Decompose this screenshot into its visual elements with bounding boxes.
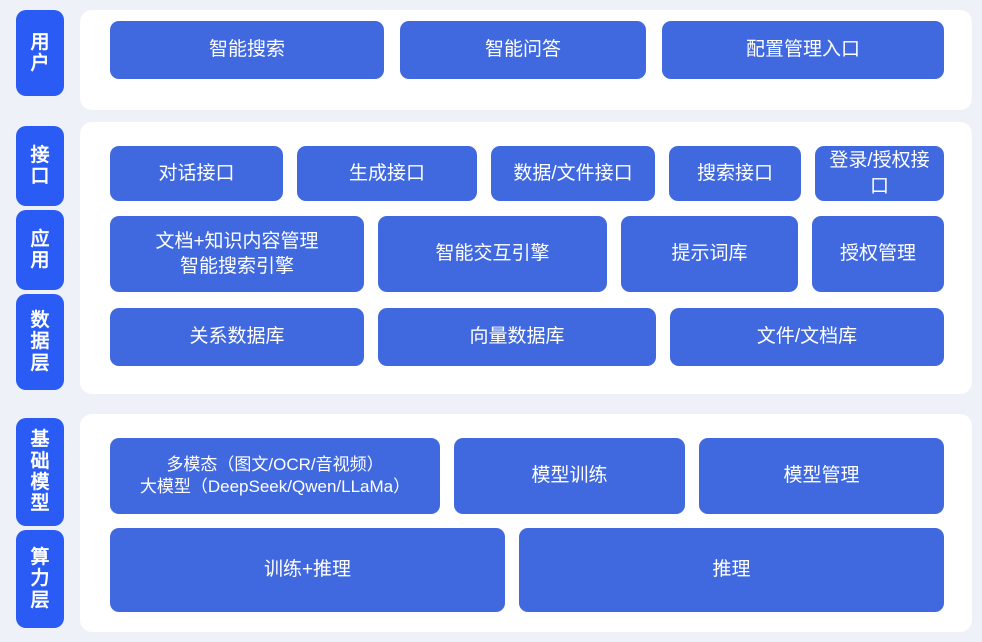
- tab-char: 基: [30, 429, 50, 451]
- tab-char: 层: [30, 589, 50, 611]
- section-user: 用 户 智能搜索 智能问答 配置管理入口: [0, 10, 982, 110]
- tab-char: 层: [30, 352, 50, 374]
- box-vector-database[interactable]: 向量数据库: [378, 308, 656, 366]
- tab-char: 础: [30, 450, 50, 472]
- row-compute: 训练+推理 推理: [110, 528, 944, 612]
- box-training-inference[interactable]: 训练+推理: [110, 528, 505, 612]
- section-infrastructure: 基 础 模 型 算 力 层 多模态（图文/OCR/音视频） 大模型（DeepSe…: [0, 414, 982, 632]
- box-file-document-store[interactable]: 文件/文档库: [670, 308, 944, 366]
- box-config-management-entry[interactable]: 配置管理入口: [662, 21, 944, 79]
- tab-char: 据: [30, 331, 50, 353]
- tab-char: 应: [30, 228, 50, 250]
- card-platform: 对话接口 生成接口 数据/文件接口 搜索接口 登录/授权接口 文档+知识内容管理…: [80, 122, 972, 394]
- row-interface: 对话接口 生成接口 数据/文件接口 搜索接口 登录/授权接口: [110, 146, 944, 201]
- tab-application[interactable]: 应 用: [16, 210, 64, 290]
- box-login-auth-api[interactable]: 登录/授权接口: [815, 146, 944, 201]
- box-model-training[interactable]: 模型训练: [454, 438, 685, 514]
- box-smart-search[interactable]: 智能搜索: [110, 21, 384, 79]
- card-infrastructure: 多模态（图文/OCR/音视频） 大模型（DeepSeek/Qwen/LLaMa）…: [80, 414, 972, 632]
- box-prompt-library[interactable]: 提示词库: [621, 216, 798, 292]
- section-platform: 接 口 应 用 数 据 层 对话接口 生成接口 数据/文件接口 搜索接口 登录/…: [0, 122, 982, 394]
- tab-char: 模: [30, 472, 50, 493]
- box-search-api[interactable]: 搜索接口: [669, 146, 801, 201]
- box-doc-knowledge-mgmt[interactable]: 文档+知识内容管理 智能搜索引擎: [110, 216, 364, 292]
- box-inference[interactable]: 推理: [519, 528, 944, 612]
- row-application: 文档+知识内容管理 智能搜索引擎 智能交互引擎 提示词库 授权管理: [110, 216, 944, 292]
- box-dialog-api[interactable]: 对话接口: [110, 146, 283, 201]
- box-smart-qa[interactable]: 智能问答: [400, 21, 646, 79]
- box-authorization-management[interactable]: 授权管理: [812, 216, 944, 292]
- tab-char: 算: [30, 547, 50, 569]
- tab-char: 接: [30, 144, 50, 166]
- tab-char: 口: [30, 166, 50, 187]
- tab-char: 型: [30, 493, 50, 515]
- tab-interface[interactable]: 接 口: [16, 126, 64, 206]
- row-model: 多模态（图文/OCR/音视频） 大模型（DeepSeek/Qwen/LLaMa）…: [110, 438, 944, 514]
- tab-compute-layer[interactable]: 算 力 层: [16, 530, 64, 628]
- box-generation-api[interactable]: 生成接口: [297, 146, 477, 201]
- tab-base-model[interactable]: 基 础 模 型: [16, 418, 64, 526]
- box-data-file-api[interactable]: 数据/文件接口: [491, 146, 655, 201]
- tab-char: 用: [30, 31, 50, 53]
- box-multimodal-llm[interactable]: 多模态（图文/OCR/音视频） 大模型（DeepSeek/Qwen/LLaMa）: [110, 438, 440, 514]
- tab-char: 用: [30, 250, 50, 271]
- box-smart-interaction-engine[interactable]: 智能交互引擎: [378, 216, 607, 292]
- row-data: 关系数据库 向量数据库 文件/文档库: [110, 308, 944, 366]
- tab-user[interactable]: 用 户: [16, 10, 64, 96]
- tab-data-layer[interactable]: 数 据 层: [16, 294, 64, 390]
- card-user: 智能搜索 智能问答 配置管理入口: [80, 10, 972, 110]
- tab-char: 数: [30, 310, 50, 332]
- box-model-management[interactable]: 模型管理: [699, 438, 944, 514]
- row-user: 智能搜索 智能问答 配置管理入口: [110, 21, 944, 79]
- tab-char: 力: [30, 568, 50, 590]
- box-relational-database[interactable]: 关系数据库: [110, 308, 364, 366]
- tab-char: 户: [30, 53, 50, 74]
